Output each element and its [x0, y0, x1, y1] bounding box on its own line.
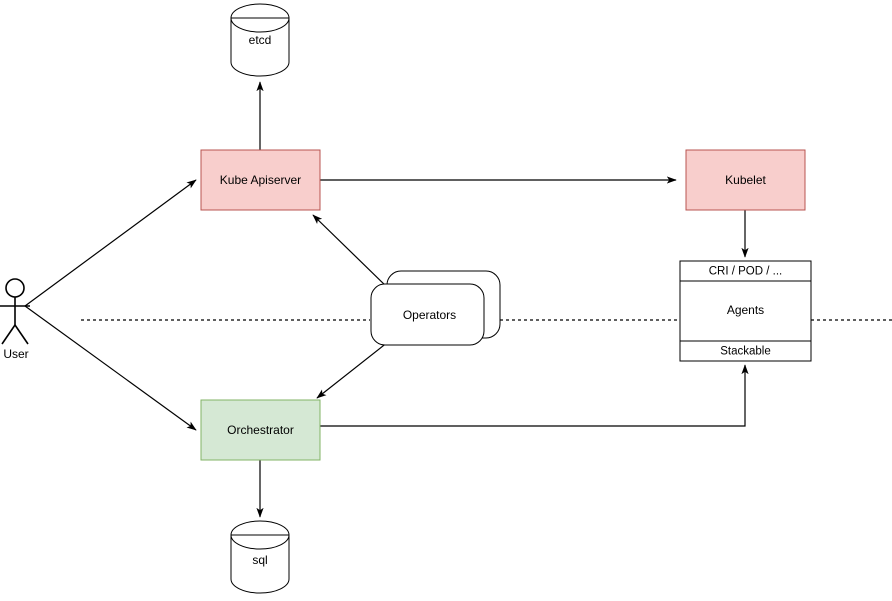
kube-apiserver-box [200, 149, 321, 211]
node-sql[interactable]: sql [230, 520, 290, 594]
kube-apiserver-label: Kube Apiserver [220, 173, 301, 187]
edge-user-to-kube-apiserver [24, 179, 197, 307]
sql-cylinder-body [230, 534, 290, 594]
orchestrator-label: Orchestrator [227, 423, 294, 437]
user-right-leg-icon [14, 324, 29, 345]
edge-operators-to-orchestrator [316, 341, 389, 399]
node-agents-stack[interactable]: CRI / POD / ... Agents Stackable [679, 260, 812, 362]
edge-operators-to-kube-apiserver [312, 214, 389, 289]
kubelet-label: Kubelet [725, 173, 766, 187]
user-head-icon [5, 278, 25, 298]
etcd-cylinder-top [230, 3, 290, 33]
etcd-cylinder-body [230, 17, 290, 77]
operators-front-card [370, 283, 485, 346]
sql-cylinder-top [230, 520, 290, 550]
edge-orchestrator-to-stackable [320, 364, 749, 427]
stackable-label: Stackable [720, 346, 771, 358]
agents-label: Agents [727, 303, 764, 317]
operators-label: Operators [403, 308, 456, 322]
user-left-leg-icon [1, 324, 16, 345]
sql-label: sql [252, 553, 267, 567]
agents-cri-pod-label: CRI / POD / ... [709, 266, 782, 278]
edge-user-to-orchestrator [24, 305, 197, 431]
node-user-actor[interactable]: User [0, 278, 30, 361]
node-etcd[interactable]: etcd [230, 3, 290, 77]
etcd-label: etcd [249, 33, 272, 47]
agents-stack-outer-box [679, 260, 812, 362]
node-kube-apiserver[interactable]: Kube Apiserver [200, 149, 321, 211]
kubelet-box [685, 149, 806, 211]
orchestrator-box [200, 399, 321, 461]
node-kubelet[interactable]: Kubelet [685, 149, 806, 211]
node-orchestrator[interactable]: Orchestrator [200, 399, 321, 461]
user-label: User [3, 347, 28, 361]
node-operators[interactable]: Operators [370, 270, 501, 346]
